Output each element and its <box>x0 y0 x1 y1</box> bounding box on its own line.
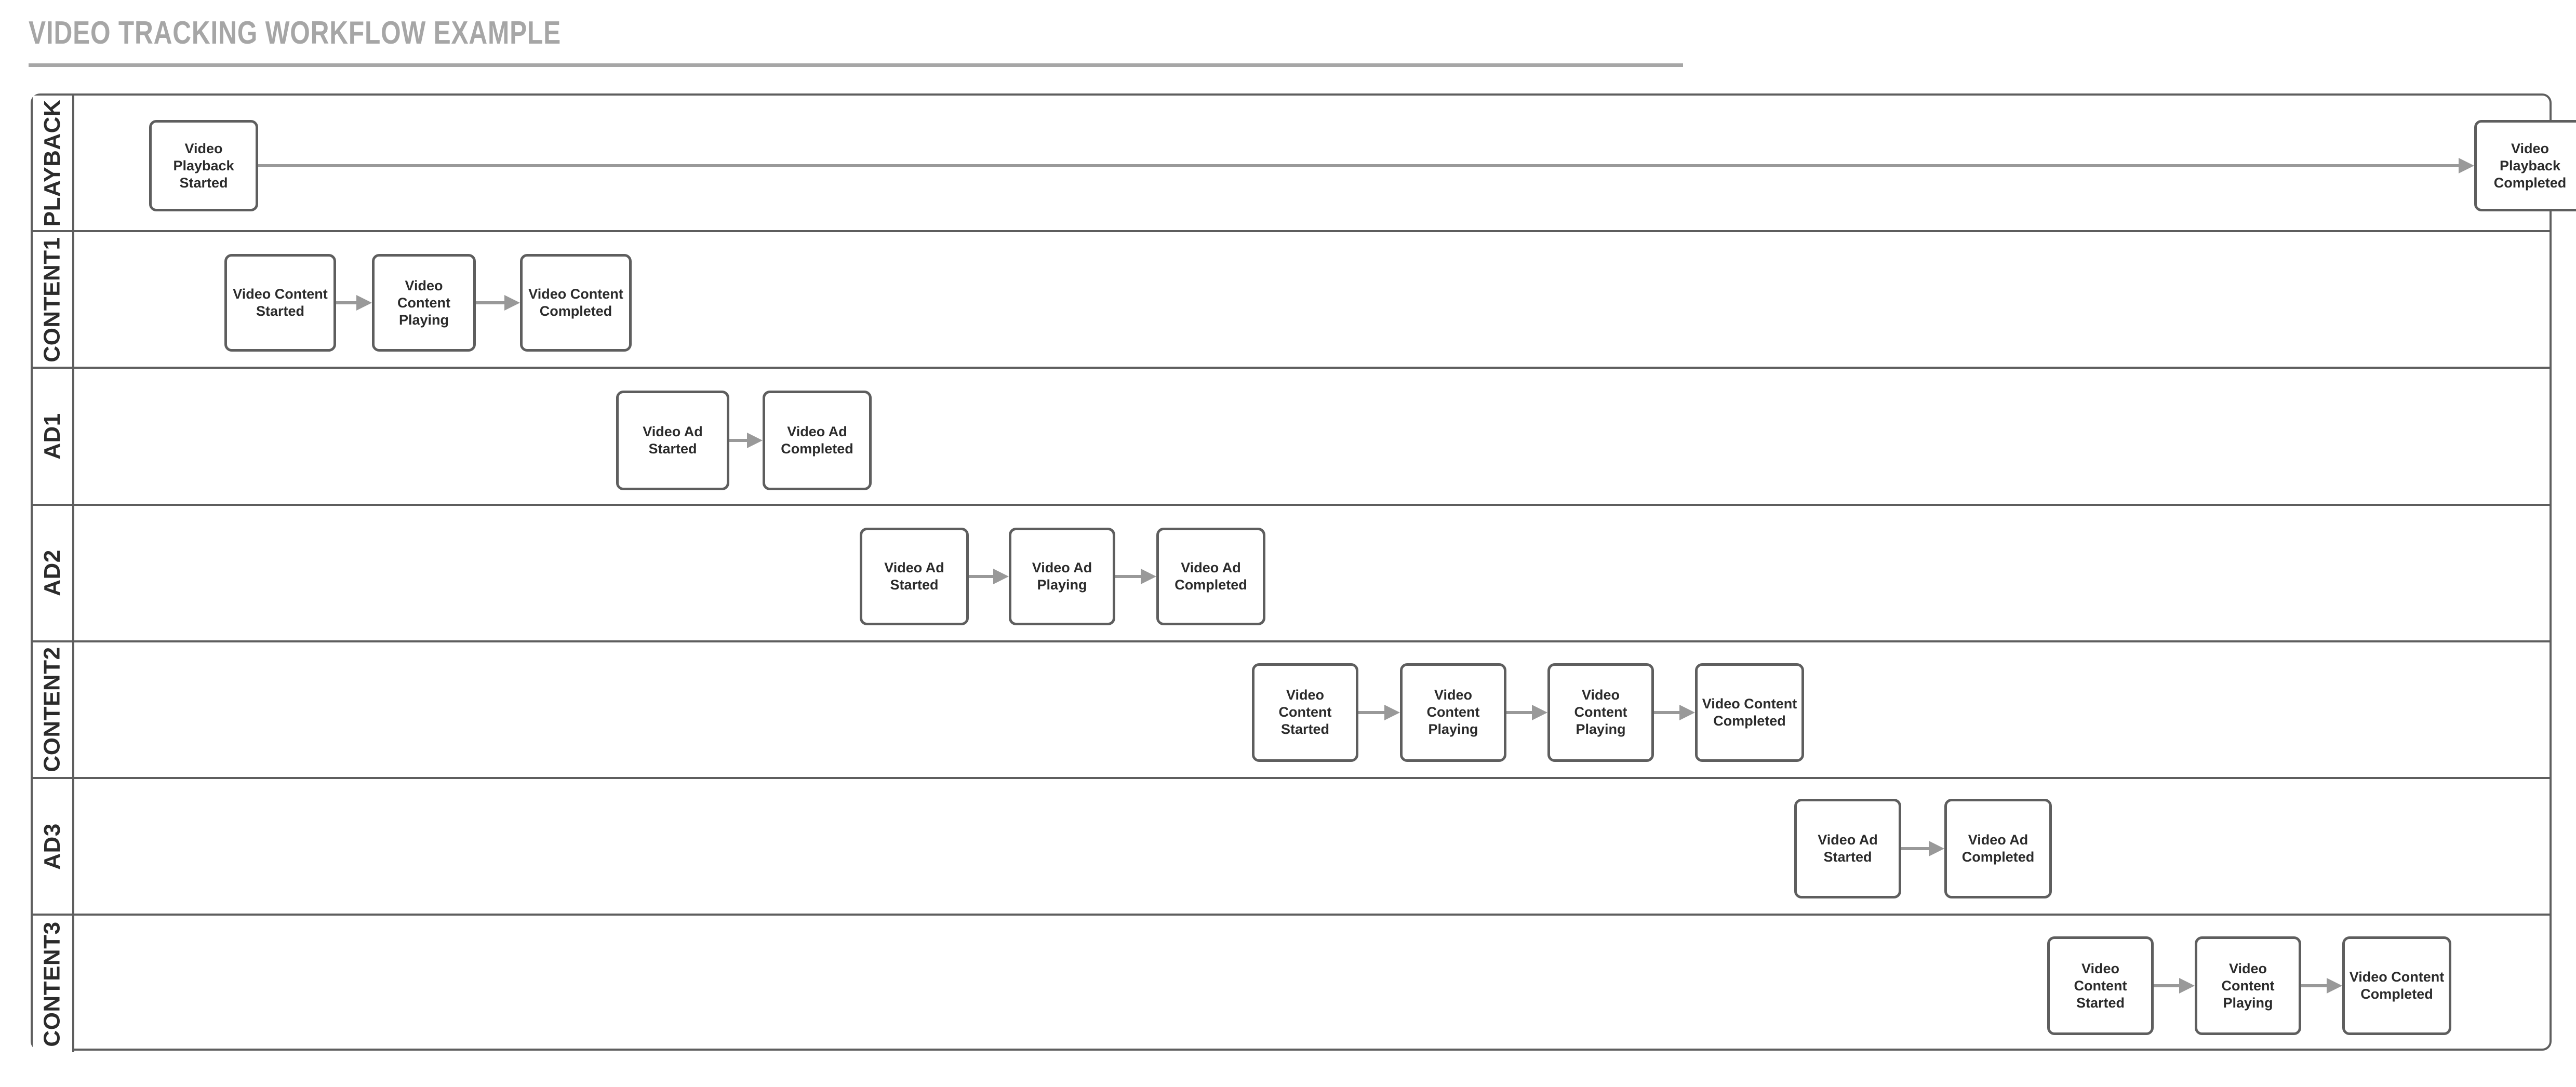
lane-header-ad3: AD3 <box>33 779 74 914</box>
connector-line <box>258 164 2460 167</box>
flow-node[interactable]: Video Content Playing <box>372 254 476 352</box>
connector-line <box>1358 710 1385 714</box>
flow-node-label: Video Content Playing <box>397 277 450 328</box>
flow-node-label: Video Ad Completed <box>1961 831 2035 865</box>
lane-label: AD3 <box>39 823 65 870</box>
arrowhead-icon <box>747 433 763 449</box>
lane-header-content1: CONTENT1 <box>33 232 74 367</box>
flow-node-label: Video Ad Started <box>884 559 944 593</box>
flow-node[interactable]: Video Ad Started <box>1794 798 1901 898</box>
lane-body-content3: Video Content Started Video Content Playi… <box>74 916 2550 1052</box>
connector-line <box>1506 710 1533 714</box>
flow-node[interactable]: Video Ad Playing <box>1009 527 1115 625</box>
connector-line <box>1115 574 1142 578</box>
lane-label: PLAYBACK <box>39 99 65 226</box>
lane-label: AD1 <box>39 413 65 460</box>
lane-body-ad3: Video Ad Started Video Ad Completed <box>74 779 2550 914</box>
lane-header-playback: PLAYBACK <box>33 96 74 231</box>
arrowhead-icon <box>1929 840 1944 856</box>
flow-node-label: Video Ad Started <box>643 424 703 457</box>
lane-label: CONTENT2 <box>39 647 65 772</box>
flow-node[interactable]: Video Ad Completed <box>1156 527 1265 625</box>
flow-node-label: Video Content Playing <box>1426 687 1480 737</box>
swimlane-row-ad3: AD3 Video Ad Started Video Ad Completed <box>33 779 2550 916</box>
lane-header-content2: CONTENT2 <box>33 642 74 777</box>
flow-node-label: Video Content Completed <box>2349 969 2445 1002</box>
arrowhead-icon <box>504 295 520 311</box>
arrowhead-icon <box>1532 704 1547 720</box>
arrowhead-icon <box>2179 978 2195 994</box>
connector-line <box>729 439 748 442</box>
flow-node[interactable]: Video Content Started <box>2047 936 2154 1036</box>
flow-node-label: Video Content Started <box>1278 687 1332 737</box>
flow-node[interactable]: Video Ad Completed <box>1944 798 2052 898</box>
flow-node[interactable]: Video Playback Completed <box>2474 120 2576 211</box>
flow-node-label: Video Ad Completed <box>781 424 853 457</box>
flow-node[interactable]: Video Playback Started <box>149 120 258 211</box>
flow-node[interactable]: Video Content Started <box>1252 663 1358 762</box>
lane-header-content3: CONTENT3 <box>33 916 74 1053</box>
flow-node-label: Video Content Completed <box>528 286 623 319</box>
flow-node-label: Video Playback Started <box>173 140 234 191</box>
title-block: VIDEO TRACKING WORKFLOW EXAMPLE <box>29 15 1686 67</box>
connector-line <box>336 301 357 305</box>
flow-node[interactable]: Video Content Playing <box>1547 663 1654 762</box>
flow-node[interactable]: Video Content Started <box>224 254 336 352</box>
flow-node[interactable]: Video Ad Started <box>860 527 969 625</box>
flow-node[interactable]: Video Content Completed <box>2342 936 2451 1036</box>
flow-node[interactable]: Video Content Completed <box>1695 663 1804 762</box>
connector-line <box>2301 984 2328 988</box>
flow-node[interactable]: Video Content Playing <box>2195 936 2301 1036</box>
connector-line <box>2154 984 2180 988</box>
arrowhead-icon <box>356 295 372 311</box>
flow-node[interactable]: Video Ad Started <box>616 391 729 491</box>
flow-node[interactable]: Video Content Playing <box>1400 663 1506 762</box>
page-title: VIDEO TRACKING WORKFLOW EXAMPLE <box>29 15 562 51</box>
swimlane-row-ad1: AD1 Video Ad Started Video Ad Completed <box>33 369 2550 506</box>
connector-line <box>476 301 505 305</box>
connector-line <box>969 574 994 578</box>
arrowhead-icon <box>1679 704 1695 720</box>
lane-label: CONTENT3 <box>39 921 65 1047</box>
arrowhead-icon <box>2327 978 2342 994</box>
lane-body-ad2: Video Ad Started Video Ad Playing Video Ad… <box>74 506 2550 640</box>
flow-node-label: Video Content Playing <box>1574 687 1627 737</box>
flow-node-label: Video Ad Playing <box>1032 559 1092 593</box>
lane-label: CONTENT1 <box>39 237 65 363</box>
flow-node-label: Video Ad Completed <box>1174 559 1247 593</box>
flow-node-label: Video Content Started <box>2074 960 2127 1011</box>
lane-body-ad1: Video Ad Started Video Ad Completed <box>74 369 2550 503</box>
connector-line <box>1654 710 1680 714</box>
connector-line <box>1901 847 1930 850</box>
flow-node[interactable]: Video Ad Completed <box>763 391 872 491</box>
flow-node-label: Video Playback Completed <box>2493 140 2567 191</box>
flow-node[interactable]: Video Content Completed <box>520 254 632 352</box>
flow-node-label: Video Ad Started <box>1818 831 1878 865</box>
flow-node-label: Video Content Playing <box>2221 960 2275 1011</box>
lane-body-content1: Video Content Started Video Content Playi… <box>74 232 2550 367</box>
lane-label: AD2 <box>39 549 65 596</box>
arrowhead-icon <box>1384 704 1400 720</box>
lane-body-content2: Video Content Started Video Content Playi… <box>74 642 2550 777</box>
lane-body-playback: Video Playback Started Video Playback Com… <box>74 96 2576 230</box>
lane-header-ad2: AD2 <box>33 505 74 640</box>
flow-node-label: Video Content Started <box>233 286 328 319</box>
arrowhead-icon <box>993 568 1009 584</box>
title-divider <box>29 63 1683 67</box>
lane-header-ad1: AD1 <box>33 369 74 504</box>
arrowhead-icon <box>1141 568 1156 584</box>
flow-node-label: Video Content Completed <box>1702 695 1797 729</box>
arrowhead-icon <box>2459 158 2474 173</box>
